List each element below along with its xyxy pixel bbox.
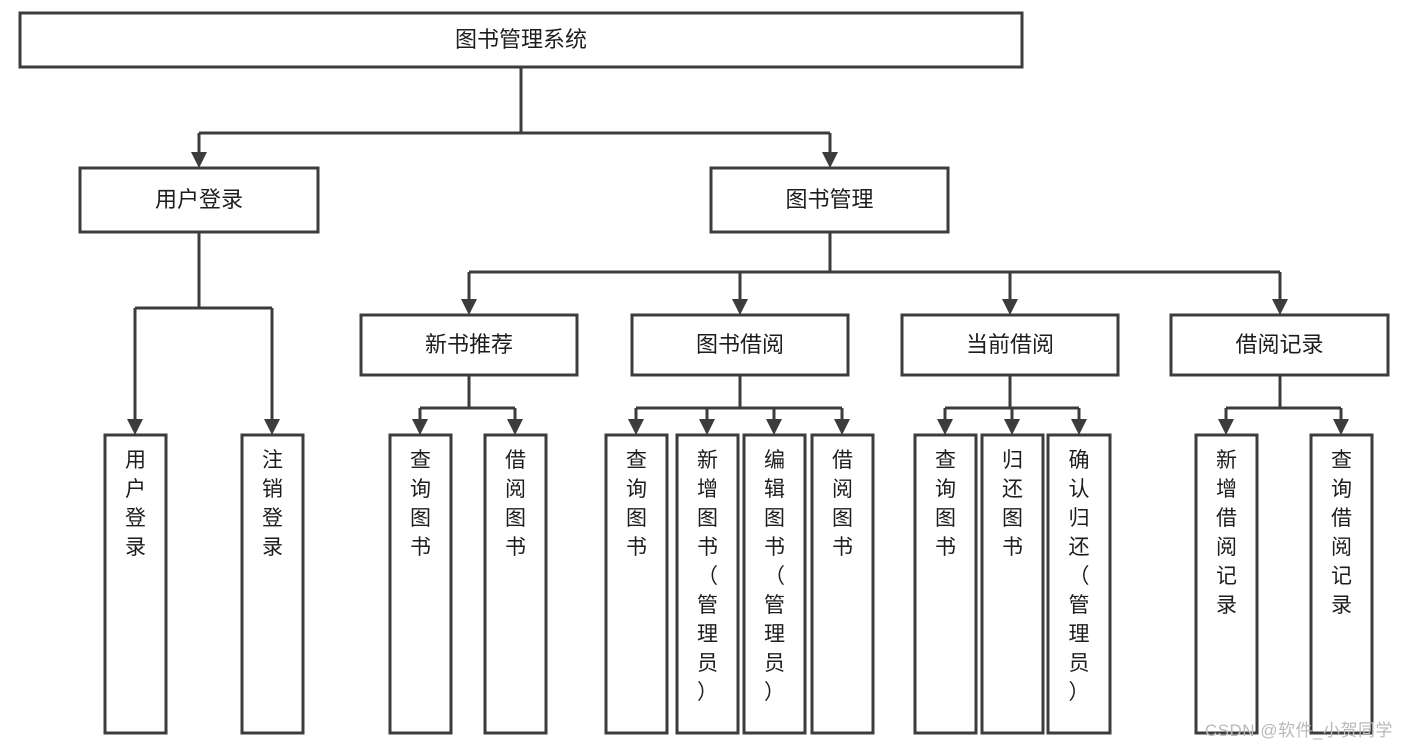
node-box (810, 433, 875, 735)
node-leaf-query-book-recommend[interactable]: 查询图书 (388, 433, 453, 735)
node-box (742, 433, 807, 735)
node-label: 图书管理系统 (455, 27, 587, 52)
arrow-head-icon (1272, 299, 1288, 315)
arrow-head-icon (628, 419, 644, 435)
node-leaf-query-book-borrow[interactable]: 查询图书 (604, 433, 669, 735)
node-label: 图书借阅 (696, 332, 784, 357)
node-box (630, 313, 850, 377)
node-label: 新书推荐 (425, 332, 513, 357)
arrow-head-icon (412, 419, 428, 435)
node-label: 编辑图书（管理员） (764, 449, 785, 704)
node-label: 查询图书 (410, 449, 431, 559)
connector-layer (133, 67, 1343, 419)
node-box (78, 166, 320, 234)
node-leaf-edit-book-admin[interactable]: 编辑图书（管理员） (742, 433, 807, 735)
node-label: 新增图书（管理员） (697, 449, 718, 704)
arrow-head-icon (822, 152, 838, 168)
node-label: 新增借阅记录 (1216, 449, 1237, 617)
node-leaf-return-book[interactable]: 归还图书 (980, 433, 1045, 735)
node-box (1046, 433, 1112, 735)
node-leaf-borrow-book-recommend[interactable]: 借阅图书 (483, 433, 548, 735)
node-label: 归还图书 (1002, 449, 1023, 559)
node-leaf-query-book-current[interactable]: 查询图书 (913, 433, 978, 735)
node-label: 确认归还（管理员） (1069, 449, 1090, 704)
arrow-head-icon (834, 419, 850, 435)
node-label: 借阅记录 (1235, 332, 1323, 357)
node-label: 借阅图书 (832, 449, 853, 559)
node-label: 用户登录 (155, 187, 243, 212)
node-box (675, 433, 740, 735)
arrow-head-icon (191, 152, 207, 168)
node-box (980, 433, 1045, 735)
arrow-head-icon (1002, 299, 1018, 315)
node-box (103, 433, 168, 735)
node-user-login[interactable]: 用户登录 (78, 166, 320, 234)
node-box (388, 433, 453, 735)
node-current-borrow[interactable]: 当前借阅 (900, 313, 1120, 377)
node-leaf-user-login[interactable]: 用户登录 (103, 433, 168, 735)
node-box (709, 166, 950, 234)
node-layer: 图书管理系统用户登录图书管理新书推荐图书借阅当前借阅借阅记录用户登录注销登录查询… (18, 11, 1390, 735)
node-box (240, 433, 305, 735)
node-leaf-logout[interactable]: 注销登录 (240, 433, 305, 735)
node-book-management[interactable]: 图书管理 (709, 166, 950, 234)
arrow-head-icon (766, 419, 782, 435)
node-label: 注销登录 (262, 449, 283, 559)
node-leaf-add-book-admin[interactable]: 新增图书（管理员） (675, 433, 740, 735)
arrow-head-icon (1218, 419, 1234, 435)
arrow-head-icon (507, 419, 523, 435)
arrow-head-icon (1333, 419, 1349, 435)
node-label: 查询借阅记录 (1331, 449, 1352, 617)
node-leaf-borrow-book[interactable]: 借阅图书 (810, 433, 875, 735)
node-book-borrow[interactable]: 图书借阅 (630, 313, 850, 377)
node-box (604, 433, 669, 735)
node-new-book-recommend[interactable]: 新书推荐 (359, 313, 579, 377)
arrow-head-icon (461, 299, 477, 315)
arrow-head-layer (127, 152, 1349, 435)
watermark-label: CSDN @软件_小贺同学 (1204, 721, 1393, 740)
arrow-head-icon (264, 419, 280, 435)
node-box (1194, 433, 1259, 735)
arrow-head-icon (1004, 419, 1020, 435)
node-box (913, 433, 978, 735)
arrow-head-icon (937, 419, 953, 435)
node-box (18, 11, 1024, 69)
node-box (359, 313, 579, 377)
arrow-head-icon (699, 419, 715, 435)
arrow-head-icon (732, 299, 748, 315)
node-box (1169, 313, 1390, 377)
node-label: 当前借阅 (966, 332, 1054, 357)
node-box (1309, 433, 1374, 735)
arrow-head-icon (127, 419, 143, 435)
node-leaf-query-borrow-record[interactable]: 查询借阅记录 (1309, 433, 1374, 735)
node-leaf-add-borrow-record[interactable]: 新增借阅记录 (1194, 433, 1259, 735)
node-label: 查询图书 (935, 449, 956, 559)
node-label: 用户登录 (125, 449, 146, 559)
node-box (900, 313, 1120, 377)
node-root-system[interactable]: 图书管理系统 (18, 11, 1024, 69)
node-label: 借阅图书 (505, 449, 526, 559)
node-label: 查询图书 (626, 449, 647, 559)
node-leaf-confirm-return-admin[interactable]: 确认归还（管理员） (1046, 433, 1112, 735)
node-label: 图书管理 (785, 187, 873, 212)
node-box (483, 433, 548, 735)
arrow-head-icon (1071, 419, 1087, 435)
node-borrow-record[interactable]: 借阅记录 (1169, 313, 1390, 377)
